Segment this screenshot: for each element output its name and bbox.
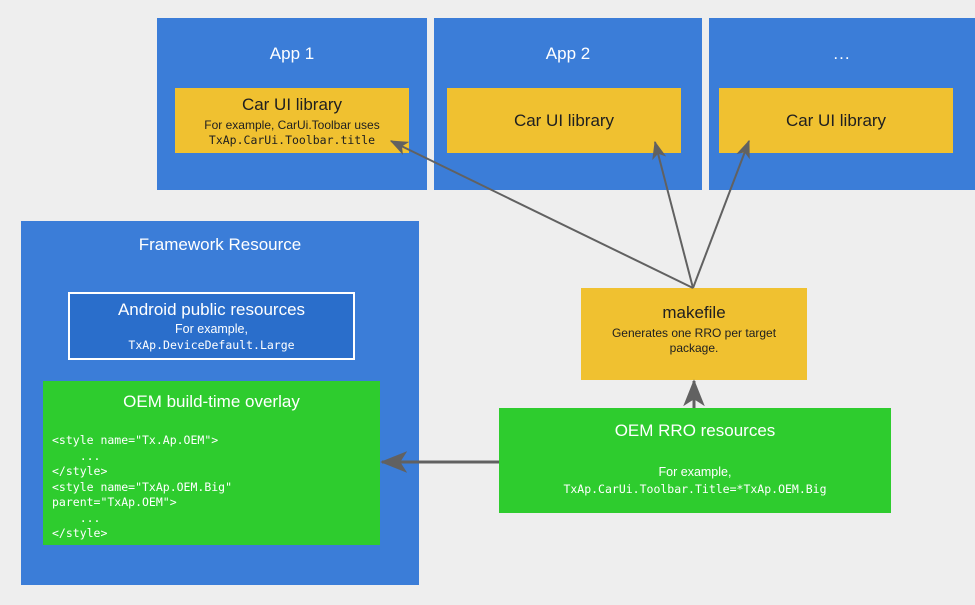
car-ui-library-code-1: TxAp.CarUi.Toolbar.title	[208, 133, 376, 147]
car-ui-library-box-2[interactable]: Car UI library	[447, 88, 681, 153]
oem-rro-resources-subtitle: For example,	[658, 465, 732, 479]
app-card-2-title: App 2	[545, 44, 591, 63]
oem-rro-resources-box[interactable]: OEM RRO resources For example, TxAp.CarU…	[499, 408, 891, 513]
car-ui-library-title-3: Car UI library	[785, 111, 887, 130]
makefile-title: makefile	[662, 303, 726, 322]
makefile-subtitle: Generates one RRO per target package.	[611, 326, 777, 355]
android-public-resources-title: Android public resources	[117, 300, 306, 319]
oem-build-time-overlay-title: OEM build-time overlay	[123, 392, 300, 411]
car-ui-library-title-2: Car UI library	[513, 111, 615, 130]
android-public-resources-box[interactable]: Android public resources For example, Tx…	[68, 292, 355, 360]
car-ui-library-subtitle-1: For example, CarUi.Toolbar uses	[204, 118, 380, 132]
framework-resource-title: Framework Resource	[138, 235, 302, 254]
android-public-resources-subtitle: For example,	[175, 322, 248, 336]
android-public-resources-code: TxAp.DeviceDefault.Large	[128, 338, 295, 352]
makefile-box[interactable]: makefile Generates one RRO per target pa…	[581, 288, 807, 380]
car-ui-library-box-1[interactable]: Car UI library For example, CarUi.Toolba…	[175, 88, 409, 153]
oem-build-time-overlay-code: <style name="Tx.Ap.OEM"> ... </style> <s…	[52, 433, 233, 541]
oem-rro-resources-code: TxAp.CarUi.Toolbar.Title=*TxAp.OEM.Big	[563, 482, 827, 496]
car-ui-library-box-3[interactable]: Car UI library	[719, 88, 953, 153]
oem-build-time-overlay-box[interactable]: OEM build-time overlay <style name="Tx.A…	[43, 381, 380, 545]
app-card-3-title: ...	[833, 44, 851, 63]
car-ui-library-title-1: Car UI library	[241, 95, 343, 114]
oem-rro-resources-title: OEM RRO resources	[614, 421, 776, 440]
app-card-1-title: App 1	[269, 44, 315, 63]
